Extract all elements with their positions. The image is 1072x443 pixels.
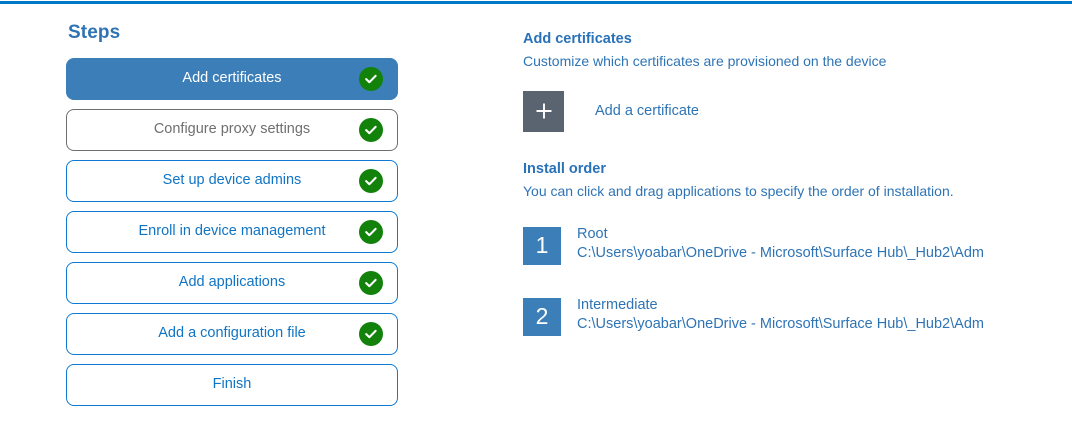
- install-order-item[interactable]: 2 Intermediate C:\Users\yoabar\OneDrive …: [523, 296, 1053, 336]
- plus-icon[interactable]: [523, 90, 564, 132]
- check-circle-icon: [359, 271, 383, 295]
- order-item-name: Root: [577, 225, 608, 242]
- step-list: Add certificates Configure proxy setting…: [66, 58, 398, 406]
- detail-subtitle: Customize which certificates are provisi…: [523, 53, 887, 69]
- check-circle-icon: [359, 67, 383, 91]
- install-order-item[interactable]: 1 Root C:\Users\yoabar\OneDrive - Micros…: [523, 225, 1053, 265]
- check-circle-icon: [359, 169, 383, 193]
- step-item-set-up-device-admins[interactable]: Set up device admins: [66, 160, 398, 202]
- order-number-badge: 1: [523, 226, 561, 265]
- check-circle-icon: [359, 220, 383, 244]
- order-item-path: C:\Users\yoabar\OneDrive - Microsoft\Sur…: [577, 245, 984, 262]
- step-label: Set up device admins: [162, 172, 302, 189]
- detail-pane: Add certificates Customize which certifi…: [523, 31, 1053, 369]
- step-item-add-certificates[interactable]: Add certificates: [66, 58, 398, 100]
- install-order-subtitle: You can click and drag applications to s…: [523, 182, 954, 199]
- step-label: Add certificates: [182, 70, 282, 87]
- install-order-section: Install order You can click and drag app…: [523, 161, 1053, 336]
- step-label: Configure proxy settings: [153, 121, 311, 138]
- order-number-badge: 2: [523, 297, 561, 336]
- order-item-text: Intermediate C:\Users\yoabar\OneDrive - …: [577, 296, 984, 335]
- step-label: Finish: [212, 376, 252, 393]
- step-label: Enroll in device management: [138, 223, 326, 240]
- install-order-list: 1 Root C:\Users\yoabar\OneDrive - Micros…: [523, 225, 1053, 336]
- step-item-finish[interactable]: Finish: [66, 364, 398, 406]
- order-item-name: Intermediate: [577, 296, 658, 313]
- steps-panel: Steps Add certificates Configure proxy s…: [66, 22, 398, 415]
- top-accent-bar: [0, 1, 1072, 4]
- add-certificate-label[interactable]: Add a certificate: [595, 103, 699, 120]
- check-circle-icon: [359, 322, 383, 346]
- install-order-heading: Install order: [523, 160, 606, 177]
- step-item-add-applications[interactable]: Add applications: [66, 262, 398, 304]
- detail-heading: Add certificates: [523, 31, 632, 47]
- check-circle-icon: [359, 118, 383, 142]
- steps-title: Steps: [68, 22, 121, 43]
- order-item-text: Root C:\Users\yoabar\OneDrive - Microsof…: [577, 225, 984, 264]
- step-label: Add a configuration file: [158, 325, 306, 342]
- step-item-add-a-configuration-file[interactable]: Add a configuration file: [66, 313, 398, 355]
- add-certificate-row[interactable]: Add a certificate: [523, 90, 1053, 132]
- step-label: Add applications: [178, 274, 286, 291]
- order-item-path: C:\Users\yoabar\OneDrive - Microsoft\Sur…: [577, 316, 984, 333]
- step-item-enroll-in-device-management[interactable]: Enroll in device management: [66, 211, 398, 253]
- step-item-configure-proxy-settings[interactable]: Configure proxy settings: [66, 109, 398, 151]
